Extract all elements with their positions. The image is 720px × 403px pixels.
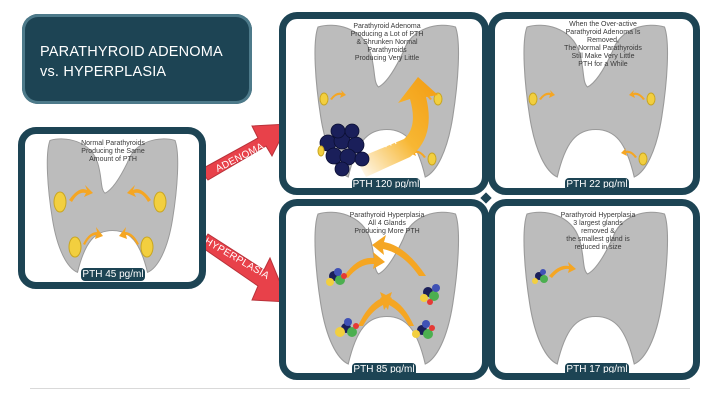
panel-after-hyperplasia: Parathyroid Hyperplasia 3 largest glands… [488, 199, 700, 380]
pth-label-after-hyperplasia: PTH 17 pg/ml [565, 363, 629, 375]
pth-label-after-adenoma: PTH 22 pg/ml [565, 178, 629, 190]
panel-normal: Normal Parathyroids Producing the Same A… [18, 127, 206, 289]
thyroid-normal [46, 138, 179, 273]
caption-adenoma: Parathyroid Adenoma Producing a Lot of P… [350, 23, 424, 62]
thyroid-hyperplasia [314, 211, 460, 365]
panel-adenoma: Parathyroid Adenoma Producing a Lot of P… [279, 12, 489, 195]
caption-hyperplasia: Parathyroid Hyperplasia All 4 Glands Pro… [349, 212, 425, 235]
thyroid-after-hyperplasia [523, 211, 669, 365]
pth-label-hyperplasia: PTH 85 pg/ml [352, 363, 416, 375]
caption-after-adenoma: When the Over-active Parathyroid Adenoma… [564, 21, 642, 68]
title-box: PARATHYROID ADENOMA vs. HYPERPLASIA [22, 14, 252, 104]
title-line-1: PARATHYROID ADENOMA [40, 44, 223, 60]
thyroid-adenoma [314, 24, 460, 178]
bottom-rule [30, 388, 690, 389]
panel-after-adenoma: When the Over-active Parathyroid Adenoma… [488, 12, 700, 195]
pth-label-adenoma: PTH 120 pg/ml [352, 178, 420, 190]
thyroid-after-adenoma [523, 24, 669, 178]
pth-label-normal: PTH 45 pg/ml [81, 268, 145, 281]
panel-hyperplasia: Parathyroid Hyperplasia All 4 Glands Pro… [279, 199, 489, 380]
title-line-2: vs. HYPERPLASIA [40, 64, 167, 80]
caption-after-hyperplasia: Parathyroid Hyperplasia 3 largest glands… [560, 212, 636, 251]
caption-normal: Normal Parathyroids Producing the Same A… [81, 140, 145, 163]
